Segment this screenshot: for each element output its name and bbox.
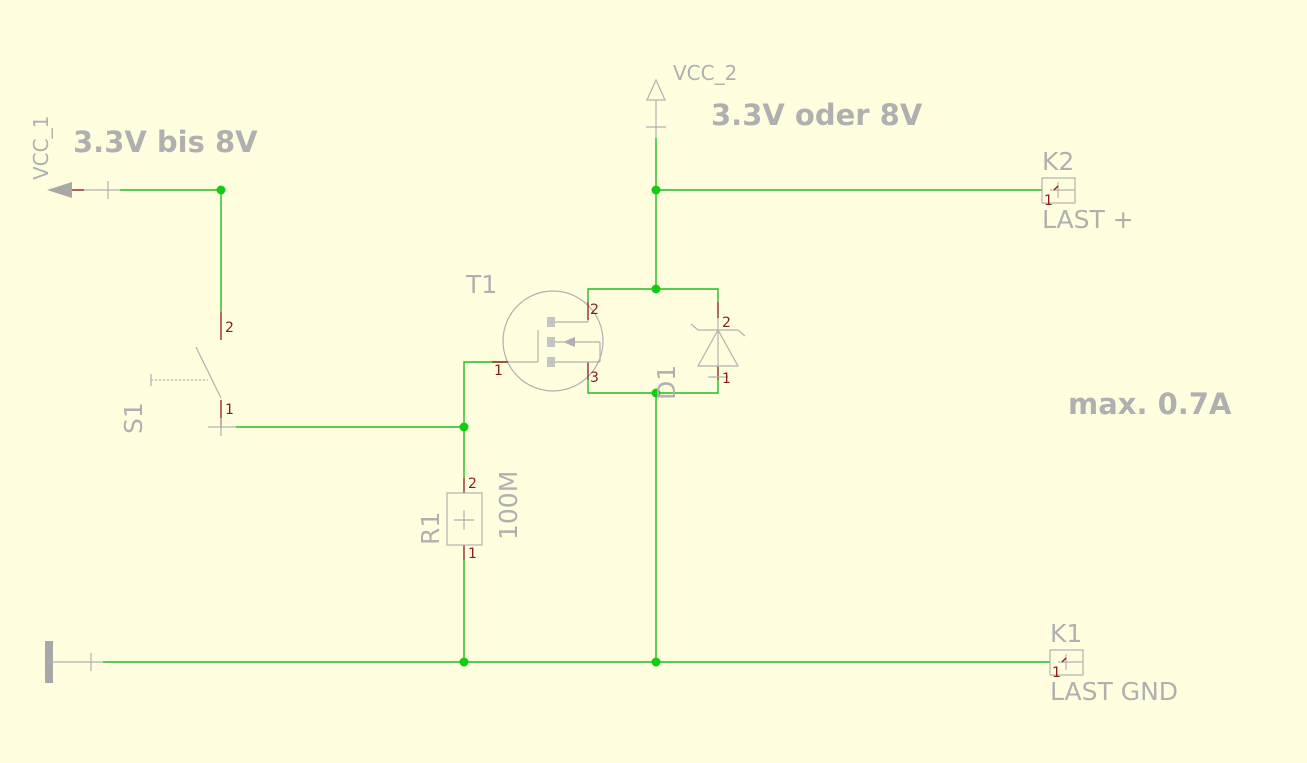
vcc2-supply-symbol[interactable]: VCC_2 [646,61,737,138]
k1-net-label: LAST GND [1050,677,1178,706]
k1-ref-label: K1 [1050,619,1082,648]
junction-dot [216,185,226,195]
wires [103,138,1050,663]
junction-dot [651,284,661,294]
r1-value-label: 100M [494,471,523,540]
d1-pin2: 2 [722,315,731,331]
max-current-annotation: max. 0.7A [1068,387,1232,421]
d1-pin1: 1 [722,371,731,387]
vcc1-net-label: VCC_1 [29,116,53,180]
r1-pin1: 1 [468,546,477,562]
junction-dot [651,185,661,195]
k2-ref-label: K2 [1042,147,1074,176]
switch-s1[interactable]: 2 1 S1 [119,312,236,436]
vcc2-net-label: VCC_2 [673,61,737,85]
t1-ref-label: T1 [465,270,497,299]
r1-ref-label: R1 [416,512,445,545]
connector-k1[interactable]: 1 K1 LAST GND [1049,619,1178,706]
junction-dot [459,422,469,432]
wire-vcc1 [120,189,222,312]
t1-pin1: 1 [494,363,503,379]
k2-pin1: 1 [1044,193,1053,209]
ground-symbol[interactable] [45,641,103,683]
k1-pin1: 1 [1052,665,1061,681]
vcc1-arrow-icon [47,182,72,198]
s1-pin2: 2 [225,320,234,336]
connector-k2[interactable]: 1 K2 LAST + [1041,147,1134,234]
diode-d1[interactable]: 2 1 D1 [652,302,746,400]
junction-dot [459,657,469,667]
vcc1-voltage-annotation: 3.3V bis 8V [73,125,258,159]
k2-net-label: LAST + [1042,205,1134,234]
s1-pin1: 1 [225,402,234,418]
r1-pin2: 2 [468,476,477,492]
vcc2-voltage-annotation: 3.3V oder 8V [711,98,923,132]
mosfet-arrow-icon [563,337,575,347]
t1-pin3: 3 [590,370,599,386]
transistor-t1[interactable]: 2 3 1 T1 [465,270,604,392]
ground-bar-icon [45,641,53,683]
s1-ref-label: S1 [119,402,148,434]
junction-dot [651,657,661,667]
vcc2-arrow-icon [646,78,666,101]
resistor-r1[interactable]: 2 1 R1 100M [416,471,523,562]
t1-pin2: 2 [590,302,599,318]
junction-dot [651,388,661,398]
vcc1-supply-symbol[interactable]: VCC_1 [29,116,120,199]
d1-ref-label: D1 [652,365,681,400]
junctions [216,185,661,667]
